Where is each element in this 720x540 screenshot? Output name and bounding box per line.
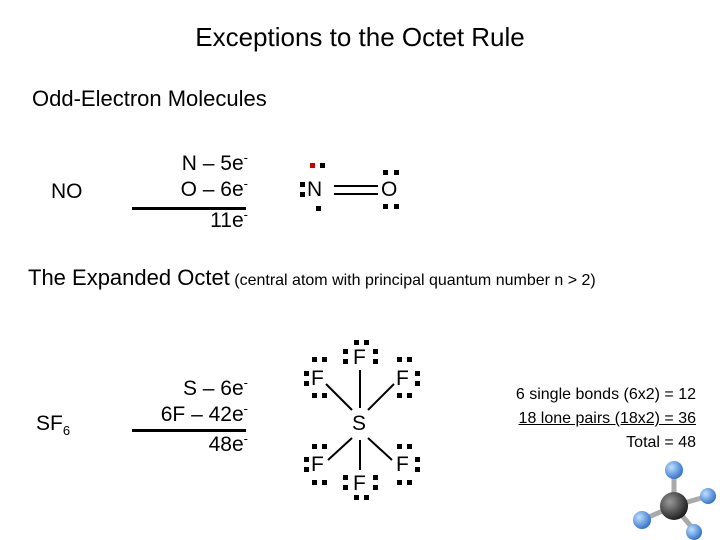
fluorine-atom-lower-left: F [311,453,324,476]
electron-count-n: N – 5e- [181,150,248,175]
sf6-bonds [325,370,395,470]
lone-pair-dot [397,444,402,449]
lone-pair-dot [373,485,378,490]
lone-pair-dot [364,495,369,500]
lone-pair-dot [415,381,420,386]
lone-pair-dot [407,393,412,398]
lone-pair-dot [407,357,412,362]
lone-pair-dot [373,359,378,364]
lone-pair-dot [343,485,348,490]
n-lone-electron [300,192,305,197]
lone-pair-dot [354,495,359,500]
electron-count-f: 6F – 42e- [160,401,248,426]
nitrogen-atom: N [307,178,323,201]
lone-pair-dot [312,393,317,398]
o-lone-electron [383,170,388,175]
electron-total: 48e- [208,431,248,456]
sf6-ball-and-stick-model [633,461,716,540]
sum-line [132,429,246,432]
lone-pair-dot [373,349,378,354]
lone-pair-dot [354,340,359,345]
double-bond-bottom [334,193,378,195]
lone-pair-dot [364,340,369,345]
fluorine-atom-upper-right: F [396,367,409,390]
o-lone-electron [394,204,399,209]
fluorine-ball [700,488,716,504]
fluorine-ball [686,524,702,540]
electron-count-s: S – 6e- [182,375,248,400]
n-lone-electron [300,182,305,187]
n-lone-electron [320,163,325,168]
lone-pair-dot [415,457,420,462]
fluorine-atom-upper-left: F [311,367,324,390]
fluorine-atom-lower-right: F [396,453,409,476]
slide-title: Exceptions to the Octet Rule [195,22,525,52]
fluorine-ball [633,511,651,529]
sum-line [132,207,246,210]
lone-pair-dot [304,467,309,472]
sulfur-atom: S [352,412,367,435]
lone-pair-dot [322,357,327,362]
lone-pair-dot [322,480,327,485]
lone-pair-dot [304,457,309,462]
fluorine-atom-top: F [353,346,366,369]
total-line: Total = 48 [626,434,696,451]
lone-pair-dot [322,393,327,398]
lone-pairs-line: 18 lone pairs (18x2) = 36 [518,410,696,427]
expanded-octet-heading: The Expanded Octet (central atom with pr… [28,265,596,290]
lone-pair-dot [397,393,402,398]
oxygen-atom: O [381,178,398,201]
fluorine-ball [665,461,683,479]
lone-pair-dot [312,480,317,485]
lone-pair-dot [304,371,309,376]
n-lone-electron [316,206,321,211]
lone-pair-dot [343,349,348,354]
lone-pair-dot [322,444,327,449]
electron-total: 11e- [210,207,248,232]
o-lone-electron [383,204,388,209]
lone-pair-dot [343,475,348,480]
lone-pair-dot [397,357,402,362]
lone-pair-dot [304,381,309,386]
lone-pair-dot [373,475,378,480]
fluorine-atom-bottom: F [353,472,366,495]
electron-count-o: O – 6e- [180,176,248,201]
lone-pair-dot [415,371,420,376]
lone-pair-dot [415,467,420,472]
lone-pair-dot [312,444,317,449]
double-bond-top [334,185,378,187]
n-unpaired-electron [310,163,315,168]
sf6-formula: SF6 [36,412,71,439]
no-formula: NO [51,180,83,203]
lone-pair-dot [407,444,412,449]
lone-pair-dot [397,480,402,485]
lone-pair-dot [343,359,348,364]
lone-pair-dot [407,480,412,485]
single-bonds-line: 6 single bonds (6x2) = 12 [515,386,696,403]
sulfur-ball [660,492,688,520]
odd-electron-heading: Odd-Electron Molecules [32,86,267,111]
lone-pair-dot [312,357,317,362]
o-lone-electron [394,170,399,175]
